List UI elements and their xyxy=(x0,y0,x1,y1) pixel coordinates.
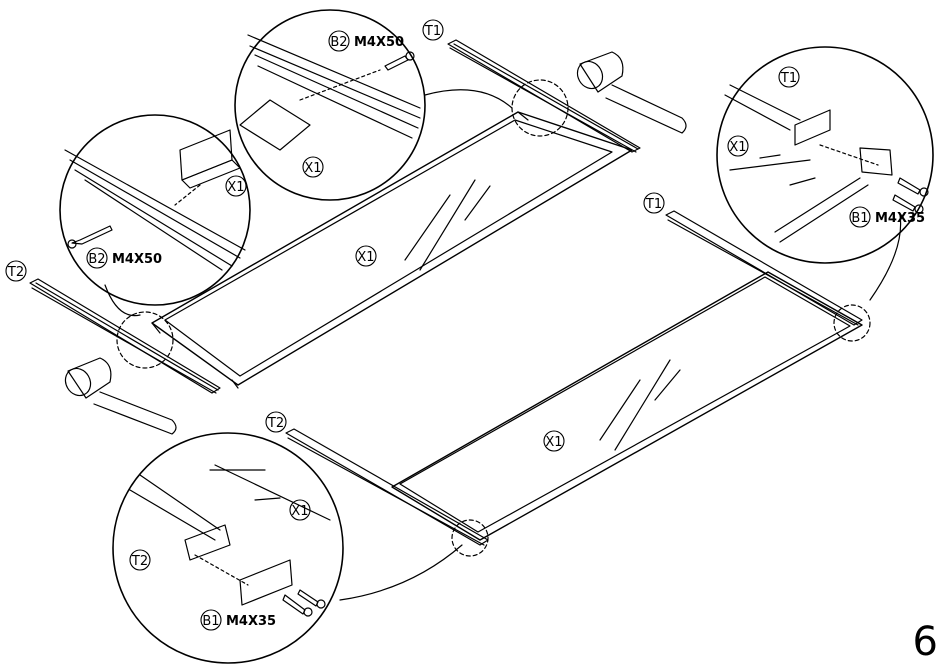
label-t2: T2 xyxy=(131,554,148,569)
callout-arcs xyxy=(105,90,901,600)
label-t1: T1 xyxy=(780,71,797,86)
label-t2: T2 xyxy=(267,416,284,431)
label-screw-m4x50: M4X50 xyxy=(112,252,162,267)
label-b1: B1 xyxy=(202,614,219,629)
label-x1: X1 xyxy=(304,161,321,176)
label-x1: X1 xyxy=(227,180,244,195)
label-b2: B2 xyxy=(330,35,347,50)
lower-glass-panel xyxy=(392,272,862,540)
detail-circle-x1-b2-left xyxy=(60,115,250,305)
rail-t2-left xyxy=(30,279,220,393)
label-bubbles xyxy=(6,20,870,630)
label-x1: X1 xyxy=(729,140,746,155)
label-t1: T1 xyxy=(424,24,441,39)
label-screw-m4x35: M4X35 xyxy=(875,211,925,226)
label-x1: X1 xyxy=(291,504,308,519)
part-labels: T1 T1 T2 T2 X1 X1 X1 X1 B2 M4X50 B2 M4X5… xyxy=(7,24,925,629)
label-screw-m4x50: M4X50 xyxy=(354,35,404,50)
label-b1: B1 xyxy=(851,211,868,226)
mallet-icon-2 xyxy=(61,358,176,434)
upper-glass-panel xyxy=(152,112,632,388)
label-screw-m4x35: M4X35 xyxy=(226,614,276,629)
step-number: 6 xyxy=(913,619,938,665)
label-b2: B2 xyxy=(88,252,105,267)
label-x1: X1 xyxy=(357,250,374,265)
rail-t2-bottom xyxy=(286,429,488,545)
label-t1: T1 xyxy=(645,197,662,212)
label-t2: T2 xyxy=(7,265,24,280)
label-x1: X1 xyxy=(545,435,562,450)
